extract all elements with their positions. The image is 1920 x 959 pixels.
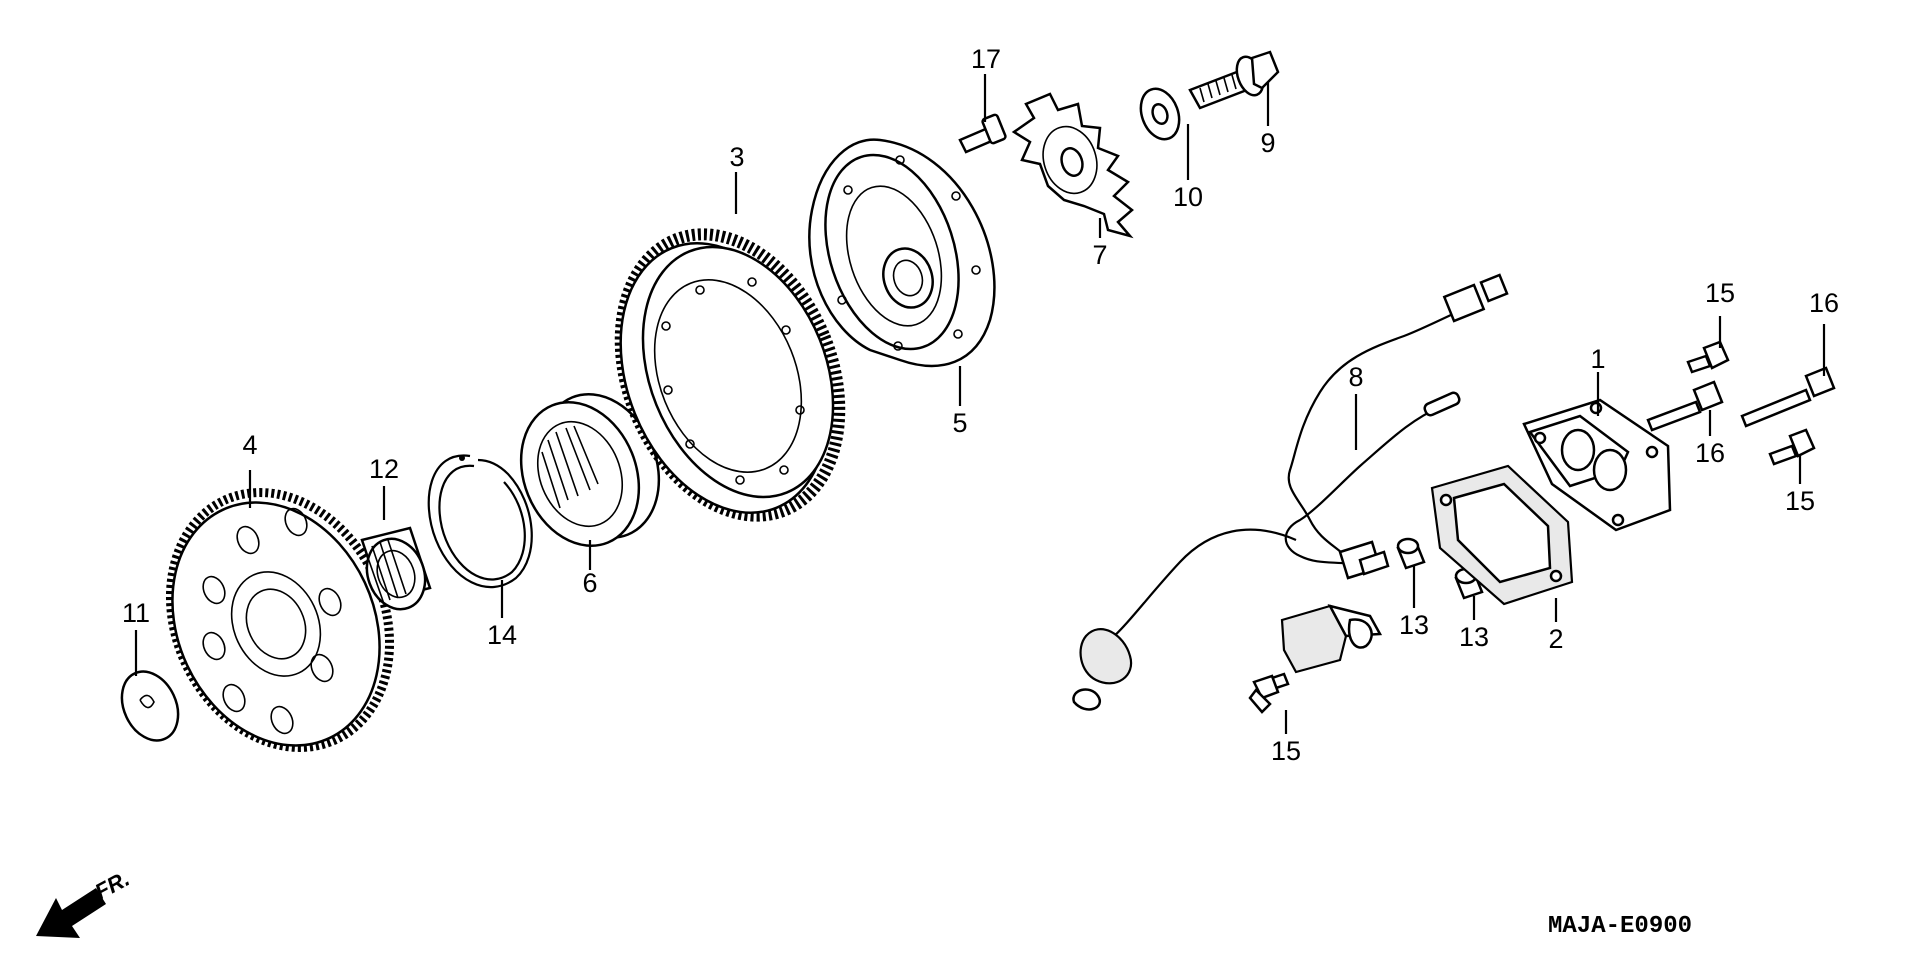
- callout-15a: 15: [1705, 278, 1735, 308]
- front-arrow: FR.: [36, 866, 134, 938]
- part-10-washer: [1139, 87, 1181, 141]
- part-5-clutch-outer: [808, 138, 996, 368]
- diagram-code: MAJA-E0900: [1548, 913, 1692, 940]
- callout-13a: 13: [1399, 610, 1429, 640]
- callout-13b: 13: [1459, 622, 1489, 652]
- part-17-bolt: [958, 113, 1007, 154]
- bolt-15-right: [1768, 428, 1816, 466]
- callout-16a: 16: [1695, 438, 1725, 468]
- callout-10: 10: [1173, 182, 1203, 212]
- arrow-icon: [36, 888, 106, 938]
- callout-3: 3: [729, 142, 744, 172]
- callout-5: 5: [952, 408, 967, 438]
- part-2-gasket: [1430, 464, 1574, 606]
- callout-6: 6: [582, 568, 597, 598]
- part-8-wire-harness: [1072, 273, 1509, 711]
- callout-1: 1: [1590, 344, 1605, 374]
- bolt-16-right: [1740, 366, 1836, 428]
- callout-2: 2: [1548, 624, 1563, 654]
- callout-4: 4: [242, 430, 257, 460]
- callout-11: 11: [122, 598, 150, 628]
- callout-14: 14: [487, 620, 517, 650]
- callout-7: 7: [1092, 240, 1107, 270]
- bolt-15-bottom: [1248, 672, 1290, 714]
- callout-17: 17: [971, 44, 1001, 74]
- part-1-cover: [1522, 398, 1672, 532]
- bolt-15-top: [1686, 340, 1730, 374]
- part-9-flange-bolt: [1188, 50, 1280, 110]
- part-6-one-way-clutch: [519, 393, 661, 547]
- part-11-washer: [120, 670, 180, 742]
- callout-8: 8: [1348, 362, 1363, 392]
- bolt-16-left: [1646, 380, 1724, 432]
- callout-15c: 15: [1271, 736, 1301, 766]
- part-7-pulser-rotor: [1011, 92, 1134, 239]
- callout-15b: 15: [1785, 486, 1815, 516]
- callout-labels: 1 2 3 4 5 6 7 8 9 10 11 12 13 13 14 15 1…: [122, 44, 1839, 766]
- part-3-large-gear: [614, 228, 846, 522]
- pulse-generator: [1280, 604, 1383, 674]
- callout-9: 9: [1260, 128, 1275, 158]
- callout-12: 12: [369, 454, 399, 484]
- part-12-needle-bearing: [360, 526, 432, 611]
- callout-16b: 16: [1809, 288, 1839, 318]
- part-14-snap-ring: [427, 454, 533, 589]
- leader-lines: [134, 74, 1826, 734]
